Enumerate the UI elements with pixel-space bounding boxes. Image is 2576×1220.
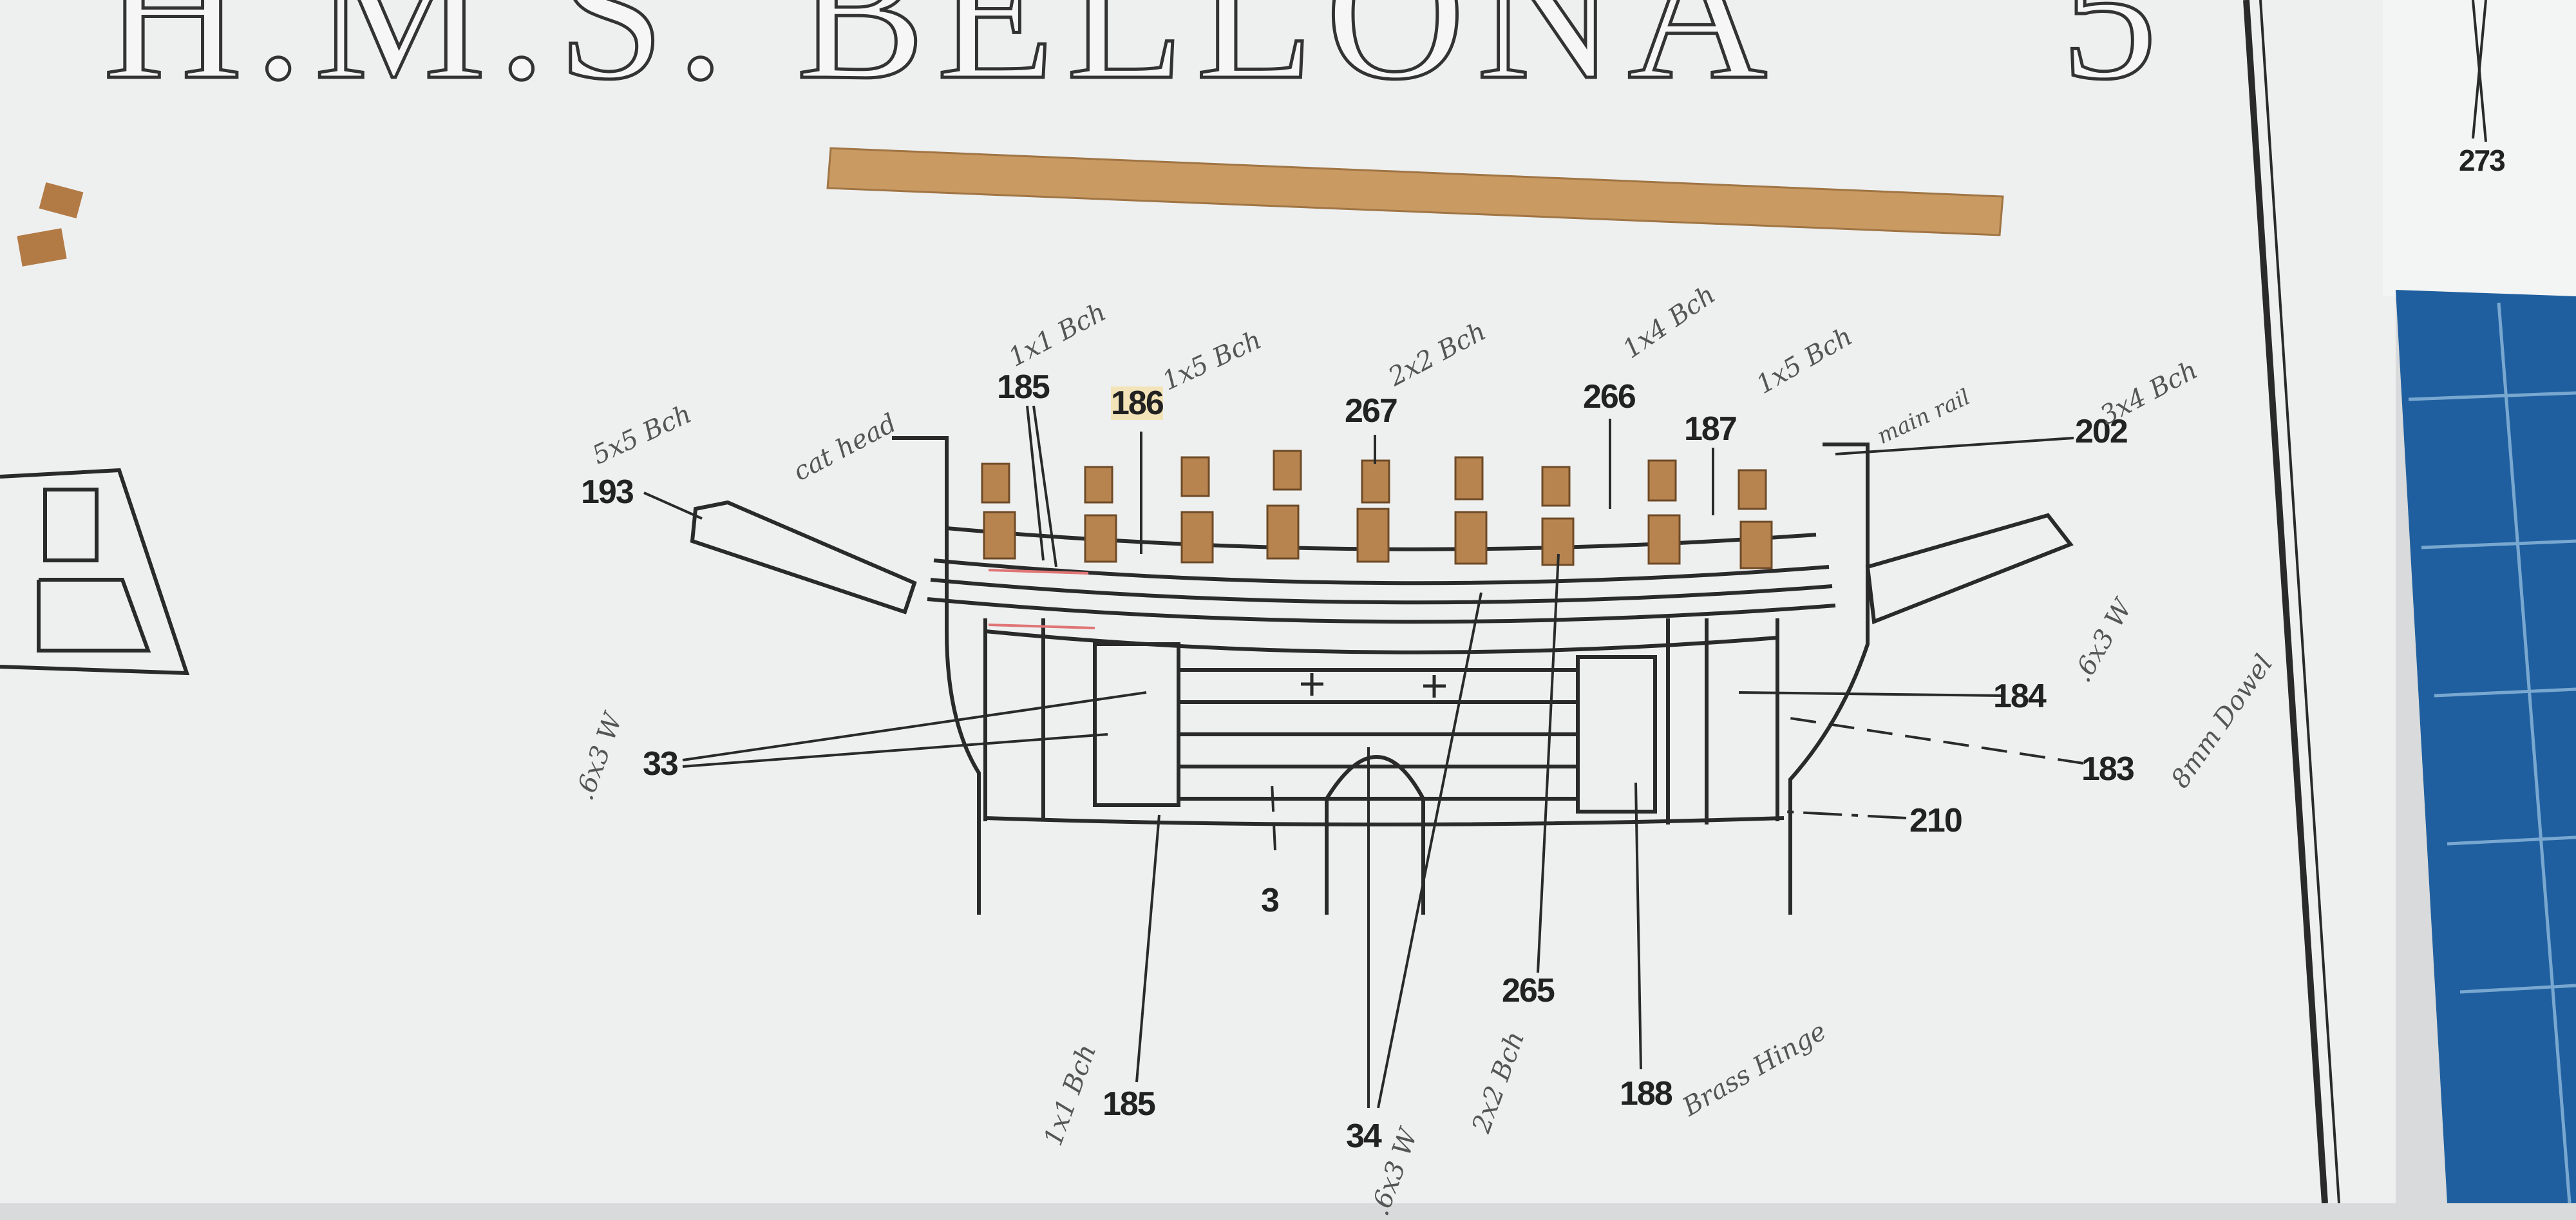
part-label-3: 3 [1261,882,1280,919]
wood-strip [826,147,2004,236]
part-label-33: 33 [643,745,679,783]
part-label-184: 184 [1993,678,2047,715]
right-sheet [2383,0,2576,296]
part-label-185: 185 [997,368,1050,406]
sheet-title: H.M.S. BELLONA [103,0,1779,119]
sheet-number: 5 [2061,0,2157,119]
part-label-188: 188 [1620,1075,1673,1112]
rail-blocks [981,450,1773,569]
part-label-210: 210 [1909,802,1963,839]
cutting-mat [2396,290,2576,1203]
part-label-202: 202 [2075,413,2128,450]
part-label-273: 273 [2459,144,2506,177]
part-label-265: 265 [1502,972,1555,1009]
part-label-186: 186 [1111,385,1164,422]
part-label-267: 267 [1345,392,1398,430]
left-drawing [0,468,190,676]
loose-block [39,182,84,219]
part-label-185-bottom: 185 [1103,1085,1156,1123]
part-label-183: 183 [2081,750,2135,788]
part-label-187: 187 [1684,410,1738,448]
part-label-266: 266 [1583,378,1636,415]
part-label-193: 193 [581,473,634,511]
stern-drawing [690,436,2074,915]
loose-block [17,228,67,267]
part-label-34: 34 [1346,1118,1382,1155]
